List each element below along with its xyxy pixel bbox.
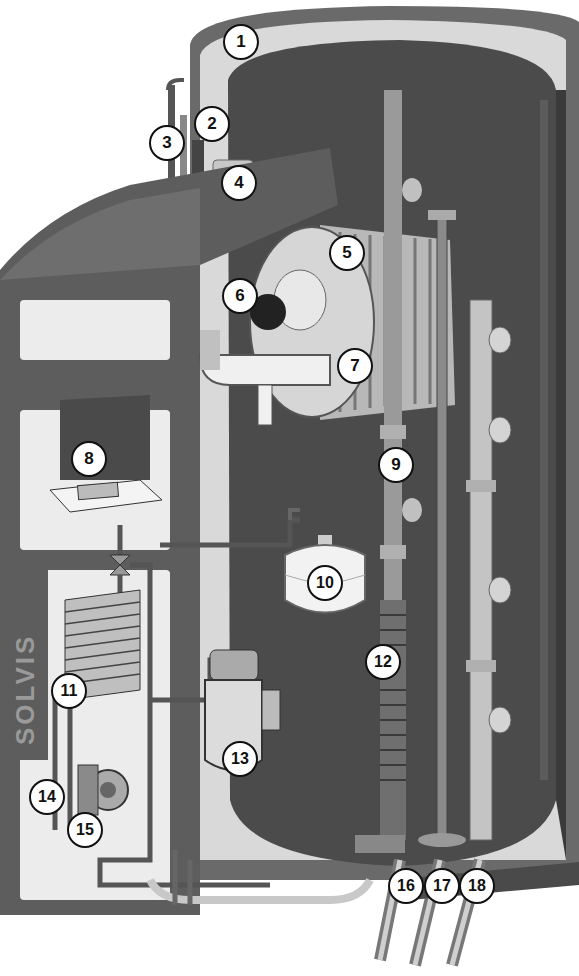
callout-number: 10	[307, 565, 343, 601]
tank-wall	[556, 90, 566, 860]
pump-box	[262, 690, 280, 730]
callout-number: 12	[365, 644, 401, 680]
callout-number: 9	[378, 447, 414, 483]
heat-exchanger-plates	[65, 602, 140, 684]
corrugations	[380, 615, 406, 780]
brand-name: SOLVIS	[10, 634, 41, 745]
pipe-joint	[380, 545, 406, 559]
callout-number: 18	[459, 868, 495, 904]
housing-opening	[20, 300, 170, 360]
controller-display	[77, 482, 118, 499]
sensor-rod	[437, 215, 447, 835]
pipe-stub	[402, 178, 422, 202]
callout-number: 2	[194, 106, 230, 142]
callout-number: 15	[67, 812, 103, 848]
distributor-pipe	[470, 300, 492, 840]
callout-number: 14	[29, 779, 65, 815]
callout-number: 8	[71, 441, 107, 477]
distributor-stubs	[489, 327, 511, 733]
flue-pipe	[200, 330, 220, 370]
callout-number: 3	[149, 125, 185, 161]
central-pipe	[384, 90, 402, 600]
pipe-joint	[466, 660, 496, 672]
pipe-joint	[380, 425, 406, 439]
callout-number: 7	[337, 348, 373, 384]
pipe	[160, 520, 300, 545]
tank-shell	[190, 6, 579, 880]
pipe	[168, 80, 184, 90]
housing-top	[0, 188, 200, 280]
corrugated-pipe	[380, 600, 406, 840]
rod-base	[418, 833, 466, 847]
pipe-joint	[466, 480, 496, 492]
callout-number: 16	[388, 868, 424, 904]
pipe-base	[355, 835, 405, 853]
expansion-vessel	[285, 545, 365, 613]
callout-number: 4	[221, 165, 257, 201]
three-way-valve	[110, 555, 130, 575]
condensate-pipe	[258, 385, 272, 425]
housing-strip	[0, 560, 48, 760]
pump-body	[78, 765, 98, 815]
pump-hub	[100, 782, 116, 798]
callout-number: 6	[222, 278, 258, 314]
callout-number: 11	[51, 673, 87, 709]
callout-number: 5	[329, 235, 365, 271]
pipe-stub	[402, 498, 422, 522]
callout-number: 17	[424, 868, 460, 904]
callout-number: 1	[223, 24, 259, 60]
pipe	[290, 510, 300, 520]
pipe	[175, 850, 190, 905]
tank-highlight	[540, 100, 548, 780]
pipe	[150, 880, 370, 900]
pipe	[118, 525, 123, 555]
controller-recess	[60, 395, 150, 480]
pump-head	[210, 650, 258, 680]
rod-top	[428, 210, 456, 220]
callout-number: 13	[222, 741, 258, 777]
controller	[50, 480, 162, 512]
